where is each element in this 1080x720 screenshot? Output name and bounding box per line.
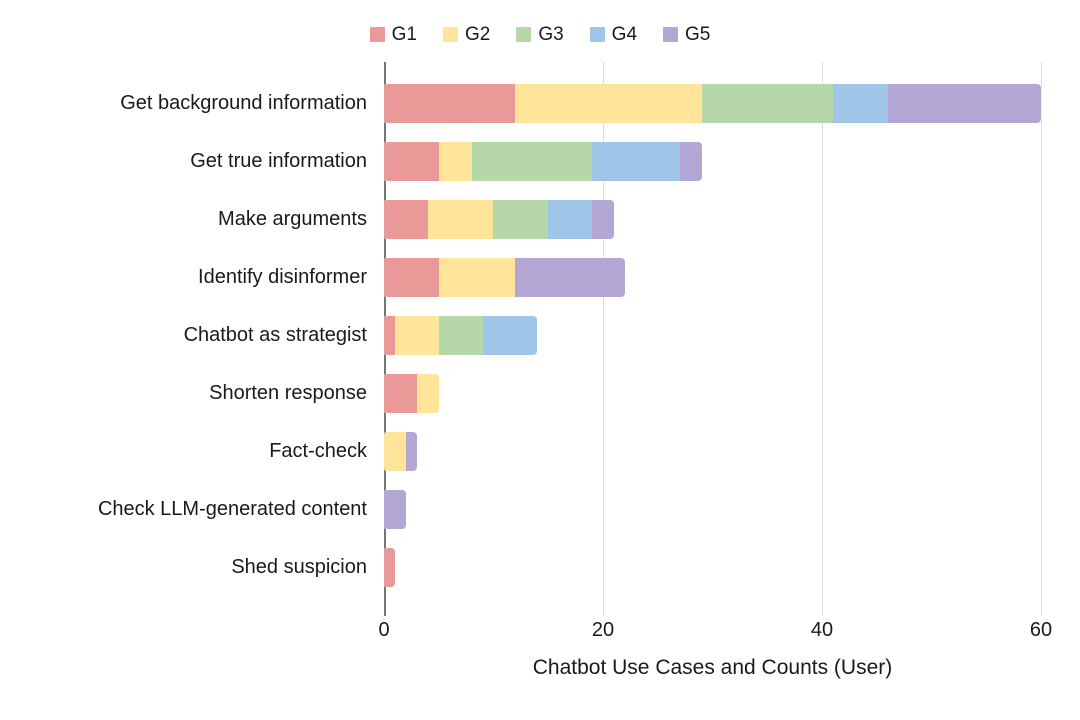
tick-label-20: 20 — [591, 619, 615, 641]
chart-row: Check LLM-generated content — [0, 480, 1080, 538]
category-label: Fact-check — [269, 439, 367, 462]
bar-track — [384, 83, 1041, 123]
chart-row: Get background information — [0, 74, 1080, 132]
bar-track — [384, 547, 1041, 587]
bar-segment-g2 — [515, 83, 702, 123]
stacked-bar — [384, 489, 406, 529]
chart-row: Shed suspicion — [0, 538, 1080, 596]
chart-row: Chatbot as strategist — [0, 306, 1080, 364]
legend-item-g4: G4 — [589, 23, 638, 45]
legend-label: G1 — [391, 23, 417, 45]
bar-segment-g3 — [471, 141, 593, 181]
bar-track — [384, 199, 1041, 239]
bar-track — [384, 257, 1041, 297]
legend-item-g2: G2 — [442, 23, 491, 45]
tick-label-60: 60 — [1029, 619, 1053, 641]
bar-segment-g2 — [438, 257, 516, 297]
tick-mark-20 — [603, 606, 604, 615]
bar-segment-g1 — [384, 83, 516, 123]
bar-segment-g4 — [832, 83, 888, 123]
legend-label: G5 — [685, 23, 711, 45]
bar-segment-g2 — [438, 141, 472, 181]
bar-segment-g5 — [887, 83, 1041, 123]
stacked-bar — [384, 199, 614, 239]
stacked-bar — [384, 431, 417, 471]
legend-swatch-g1 — [369, 26, 385, 42]
bar-segment-g1 — [384, 141, 439, 181]
bar-segment-g4 — [548, 199, 593, 239]
bar-track — [384, 141, 1041, 181]
stacked-bar — [384, 315, 538, 355]
bar-segment-g3 — [438, 315, 483, 355]
bar-segment-g1 — [384, 373, 417, 413]
legend-swatch-g2 — [442, 26, 458, 42]
chart-row: Fact-check — [0, 422, 1080, 480]
stacked-bar — [384, 547, 395, 587]
bar-track — [384, 315, 1041, 355]
category-label: Get true information — [190, 149, 367, 172]
category-label: Shorten response — [209, 381, 367, 404]
bar-segment-g3 — [701, 83, 833, 123]
tick-label-0: 0 — [378, 619, 390, 641]
bar-segment-g1 — [384, 315, 395, 355]
legend-swatch-g5 — [663, 26, 679, 42]
stacked-bar — [384, 373, 439, 413]
category-label: Identify disinformer — [198, 265, 367, 288]
bar-segment-g1 — [384, 199, 428, 239]
bar-track — [384, 431, 1041, 471]
tick-mark-40 — [822, 606, 823, 615]
bar-segment-g5 — [384, 489, 406, 529]
legend-label: G2 — [464, 23, 491, 45]
tick-mark-0 — [384, 606, 386, 615]
stacked-bar — [384, 83, 1041, 123]
chart-row: Identify disinformer — [0, 248, 1080, 306]
category-label: Get background information — [120, 91, 367, 114]
bar-segment-g5 — [679, 141, 702, 181]
legend: G1 G2 G3 G4 G5 — [0, 20, 1080, 48]
bar-segment-g5 — [405, 431, 417, 471]
bar-segment-g4 — [592, 141, 680, 181]
stacked-bar — [384, 257, 625, 297]
bar-segment-g4 — [482, 315, 538, 355]
chart-row: Get true information — [0, 132, 1080, 190]
tick-mark-60 — [1041, 606, 1042, 615]
bar-segment-g3 — [493, 199, 549, 239]
bar-segment-g2 — [427, 199, 494, 239]
bar-segment-g5 — [592, 199, 614, 239]
x-axis: 0 20 40 60 — [378, 606, 1052, 650]
stacked-bar — [384, 141, 702, 181]
chart-row: Shorten response — [0, 364, 1080, 422]
category-label: Chatbot as strategist — [183, 323, 367, 346]
bar-segment-g2 — [384, 431, 406, 471]
legend-item-g5: G5 — [663, 25, 710, 44]
chart-row: Make arguments — [0, 190, 1080, 248]
tick-label-40: 40 — [810, 619, 834, 641]
bar-segment-g1 — [384, 257, 439, 297]
bar-segment-g2 — [394, 315, 439, 355]
legend-label: G3 — [538, 23, 564, 45]
x-axis-title: Chatbot Use Cases and Counts (User) — [532, 656, 893, 679]
legend-label: G4 — [611, 23, 638, 45]
legend-item-g3: G3 — [516, 23, 564, 45]
bar-segment-g5 — [515, 257, 625, 297]
bar-track — [384, 489, 1041, 529]
legend-item-g1: G1 — [369, 23, 417, 45]
bar-segment-g1 — [384, 547, 395, 587]
bar-track — [384, 373, 1041, 413]
legend-swatch-g3 — [516, 26, 532, 42]
bar-segment-g2 — [416, 373, 439, 413]
category-label: Shed suspicion — [231, 555, 367, 578]
category-label: Make arguments — [218, 207, 367, 230]
category-label: Check LLM-generated content — [97, 497, 367, 520]
legend-swatch-g4 — [589, 26, 605, 42]
